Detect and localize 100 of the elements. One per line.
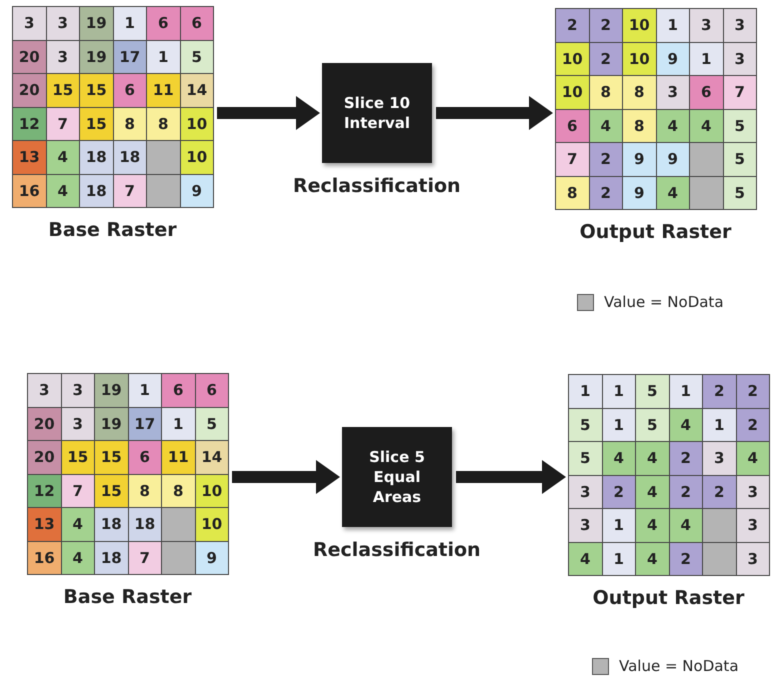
raster-cell: 1: [602, 542, 636, 576]
raster-cell: 4: [656, 176, 690, 210]
raster-cell: 5: [194, 406, 229, 441]
process-box: Slice 5 Equal Areas: [342, 427, 452, 527]
raster-cell: 4: [668, 508, 703, 542]
raster-cell: 2: [736, 374, 770, 408]
raster-cell: 15: [94, 440, 128, 474]
raster-cell: 4: [602, 441, 636, 476]
raster-cell: 1: [112, 6, 147, 40]
raster-cell: 19: [94, 406, 128, 441]
raster-caption: Output Raster: [592, 587, 746, 609]
raster-cell: 6: [112, 73, 147, 108]
raster-cell: 1: [689, 42, 724, 76]
raster-cell: 14: [180, 73, 214, 108]
raster-cell: 8: [146, 106, 180, 141]
raster-cell: 7: [555, 142, 590, 176]
raster-cell: 4: [736, 441, 770, 476]
raster-cell: 10: [622, 42, 656, 76]
raster-cell: 9: [622, 142, 656, 176]
raster-cell: 18: [128, 507, 162, 542]
block-arrow: [217, 96, 320, 130]
nodata-cell: [146, 174, 180, 208]
raster-cell: 5: [722, 142, 757, 176]
raster-cell: 3: [736, 474, 770, 509]
raster-cell: 1: [656, 8, 690, 42]
raster-cell: 1: [146, 40, 180, 74]
raster-cell: 9: [622, 176, 656, 210]
raster-cell: 1: [161, 406, 196, 441]
raster-cell: 10: [194, 507, 229, 542]
raster-cell: 16: [27, 540, 62, 575]
raster-cell: 1: [568, 374, 602, 408]
raster-cell: 7: [128, 540, 162, 575]
raster-caption: Output Raster: [578, 221, 732, 243]
raster-cell: 20: [27, 406, 62, 441]
raster-cell: 11: [161, 440, 196, 474]
raster-cell: 9: [656, 142, 690, 176]
raster-cell: 8: [161, 474, 196, 508]
raster-cell: 18: [79, 174, 114, 208]
raster-cell: 2: [588, 176, 623, 210]
raster-cell: 1: [602, 508, 636, 542]
raster-cell: 3: [656, 75, 690, 110]
raster-cell: 10: [622, 8, 656, 42]
raster-cell: 6: [689, 75, 724, 110]
raster-cell: 19: [79, 6, 114, 40]
raster-cell: 3: [568, 508, 602, 542]
raster-cell: 3: [12, 6, 46, 40]
raster-cell: 18: [94, 540, 128, 575]
legend-label: Value = NoData: [604, 293, 724, 311]
raster-cell: 6: [146, 6, 180, 40]
raster-cell: 5: [635, 408, 670, 442]
raster-cell: 4: [568, 542, 602, 576]
raster-cell: 3: [568, 474, 602, 509]
raster-cell: 6: [128, 440, 162, 474]
raster-cell: 2: [588, 142, 623, 176]
raster-cell: 4: [635, 441, 670, 476]
raster-cell: 11: [146, 73, 180, 108]
raster-cell: 6: [194, 373, 229, 408]
raster-cell: 5: [635, 374, 670, 408]
raster-cell: 10: [555, 42, 590, 76]
raster-cell: 3: [736, 542, 770, 576]
raster-cell: 20: [27, 440, 62, 474]
raster-cell: 12: [12, 106, 46, 141]
raster-cell: 5: [180, 40, 214, 74]
raster-cell: 3: [736, 508, 770, 542]
nodata-cell: [689, 142, 724, 176]
raster-cell: 1: [668, 374, 703, 408]
raster-cell: 8: [622, 75, 656, 110]
legend-label: Value = NoData: [619, 657, 739, 675]
raster-cell: 2: [702, 374, 736, 408]
block-arrow: [232, 460, 340, 494]
raster-cell: 15: [94, 474, 128, 508]
raster-cell: 3: [27, 373, 62, 408]
raster-cell: 8: [555, 176, 590, 210]
raster-cell: 2: [702, 474, 736, 509]
raster-cell: 18: [112, 140, 147, 174]
block-arrow: [436, 96, 553, 130]
process-caption: Reclassification: [313, 539, 481, 561]
raster-cell: 2: [668, 542, 703, 576]
raster-cell: 1: [602, 374, 636, 408]
raster-cell: 1: [702, 408, 736, 442]
raster-cell: 18: [94, 507, 128, 542]
raster-cell: 7: [112, 174, 147, 208]
raster-cell: 4: [635, 508, 670, 542]
raster-cell: 8: [588, 75, 623, 110]
raster-cell: 6: [555, 108, 590, 143]
nodata-cell: [702, 542, 736, 576]
raster-cell: 3: [46, 6, 80, 40]
raster-cell: 3: [702, 441, 736, 476]
raster-cell: 19: [94, 373, 128, 408]
raster-cell: 9: [194, 540, 229, 575]
block-arrow: [456, 460, 566, 494]
raster-cell: 10: [555, 75, 590, 110]
raster-cell: 3: [60, 373, 95, 408]
nodata-cell: [161, 507, 196, 542]
nodata-cell: [689, 176, 724, 210]
raster-cell: 3: [722, 42, 757, 76]
raster-cell: 9: [180, 174, 214, 208]
raster-cell: 4: [635, 542, 670, 576]
raster-cell: 7: [722, 75, 757, 110]
raster-cell: 2: [736, 408, 770, 442]
